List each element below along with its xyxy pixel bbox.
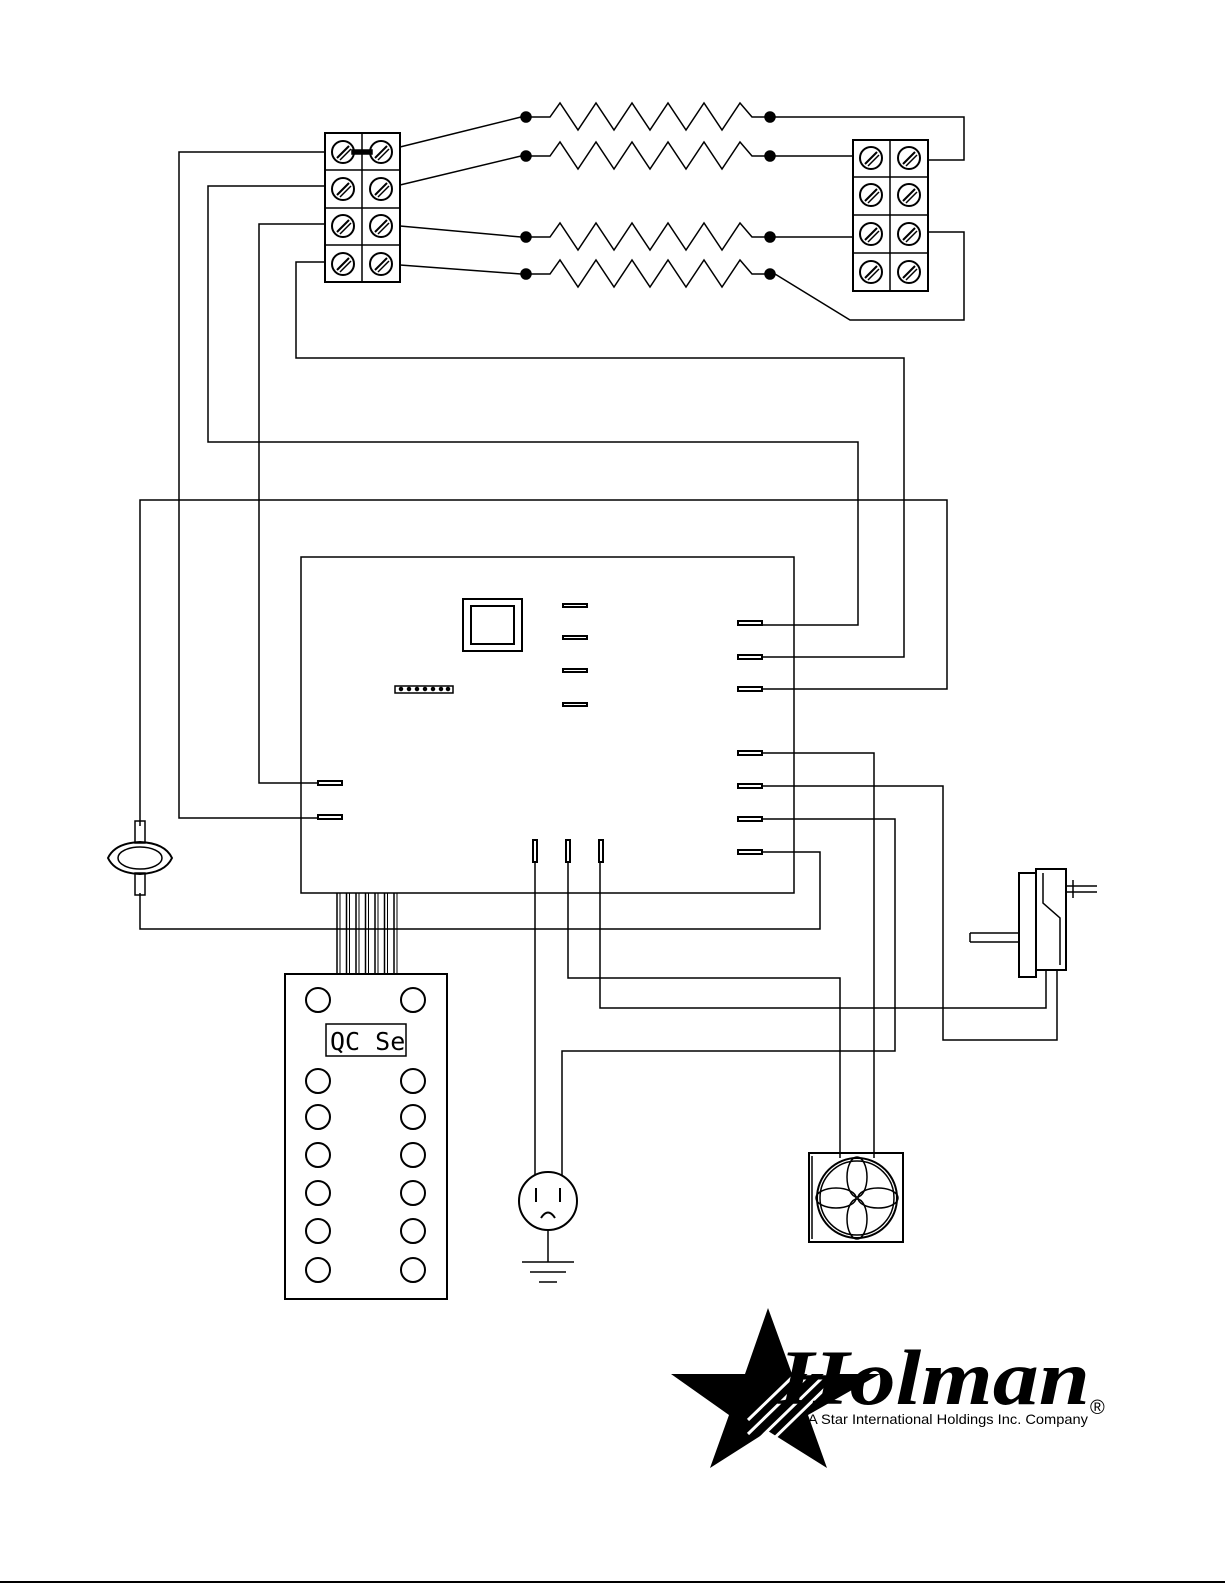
keypad-button xyxy=(306,1219,330,1243)
screw-terminal xyxy=(332,253,354,275)
screw-terminal xyxy=(370,215,392,237)
screw-terminal xyxy=(860,223,882,245)
heating-element-2 xyxy=(521,142,775,169)
heating-elements xyxy=(521,103,775,287)
screw-terminal xyxy=(860,261,882,283)
keypad-button xyxy=(401,1181,425,1205)
registered-mark: ® xyxy=(1090,1397,1105,1419)
keypad-button xyxy=(306,1143,330,1167)
keypad-button xyxy=(306,1258,330,1282)
screw-terminal xyxy=(370,178,392,200)
keypad-button xyxy=(401,1069,425,1093)
harness-wires xyxy=(140,152,947,929)
screw-terminal xyxy=(860,147,882,169)
jumper-bar xyxy=(352,150,372,154)
logo-wordmark: Holman xyxy=(777,1334,1090,1421)
screw-terminal xyxy=(332,215,354,237)
keypad: QC Se xyxy=(285,974,447,1299)
ground-icon xyxy=(522,1262,574,1282)
screw-terminal xyxy=(332,178,354,200)
screw-terminal xyxy=(860,184,882,206)
keypad-button xyxy=(401,1105,425,1129)
screw-terminal xyxy=(332,141,354,163)
heating-element-1 xyxy=(521,103,775,130)
left-terminal-block xyxy=(325,133,400,282)
logo-tagline: A Star International Holdings Inc. Compa… xyxy=(808,1411,1088,1427)
keypad-button xyxy=(306,988,330,1012)
power-outlet-icon xyxy=(519,819,895,1262)
display-readout: QC Se xyxy=(330,1027,405,1056)
board-connector-pins xyxy=(400,688,450,691)
keypad-button xyxy=(306,1069,330,1093)
holman-logo: Holman A Star International Holdings Inc… xyxy=(671,1308,1105,1468)
heating-element-4 xyxy=(521,260,775,287)
keypad-button xyxy=(306,1105,330,1129)
keypad-button xyxy=(401,1258,425,1282)
keypad-button xyxy=(401,988,425,1012)
screw-terminal xyxy=(898,261,920,283)
screw-terminal xyxy=(898,223,920,245)
screw-terminal xyxy=(898,184,920,206)
motor-assembly xyxy=(600,786,1097,1040)
temperature-probe xyxy=(108,821,172,895)
keypad-button xyxy=(306,1181,330,1205)
fan-icon xyxy=(568,753,903,1242)
screw-terminal xyxy=(370,253,392,275)
control-board xyxy=(301,557,794,893)
board-spade-terminals xyxy=(318,604,762,862)
right-terminal-block xyxy=(853,140,928,291)
element-wires xyxy=(400,117,964,320)
keypad-button xyxy=(401,1219,425,1243)
screw-terminal xyxy=(370,141,392,163)
ribbon-cable xyxy=(337,893,397,974)
keypad-button xyxy=(401,1143,425,1167)
screw-terminal xyxy=(898,147,920,169)
heating-element-3 xyxy=(521,223,775,250)
